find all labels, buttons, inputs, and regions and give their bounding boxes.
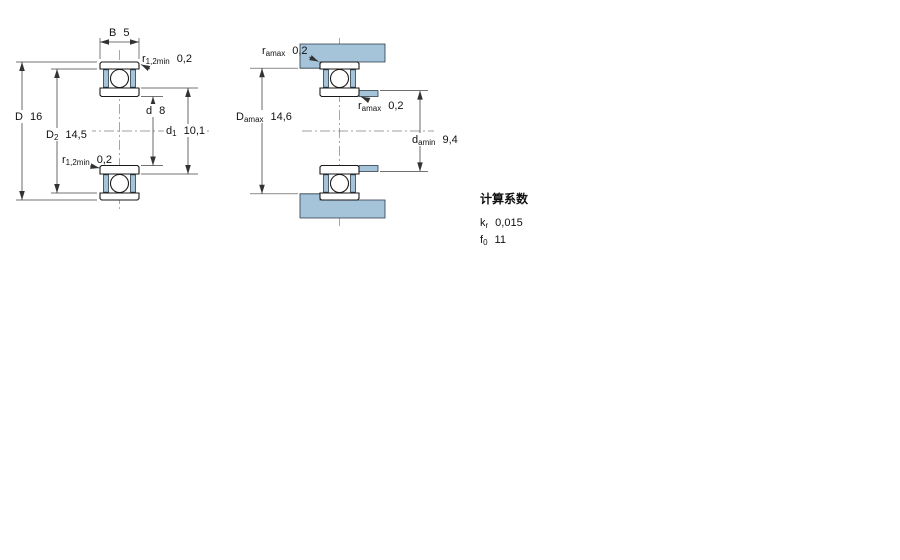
factors-title: 计算系数 [480, 191, 529, 206]
leader-ra-top [308, 55, 319, 62]
leader-r12-top [140, 64, 151, 72]
extension-lines [16, 38, 198, 201]
bearing-bottom-section [99, 164, 140, 201]
dimension-lines [259, 55, 423, 194]
leader-r12-bottom [89, 163, 100, 169]
bearing-top-section [319, 61, 360, 98]
bearing-bottom-section [319, 164, 360, 201]
shaft-shoulder-top [358, 90, 379, 97]
leader-ra-mid [360, 96, 371, 103]
bearing-top-section [99, 61, 140, 98]
housing-block-bottom [299, 193, 386, 219]
shaft-shoulder-bottom [358, 165, 379, 172]
housing-block-top [299, 43, 386, 69]
